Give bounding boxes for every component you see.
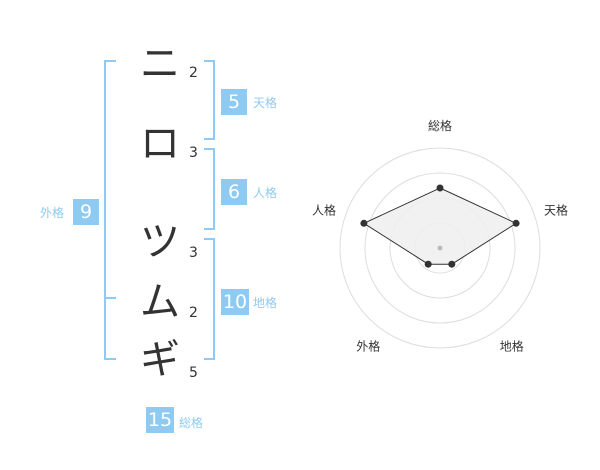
tenkaku-label: 天格 [253, 96, 278, 110]
chikaku-value-box: 10 [221, 289, 249, 315]
name-character-3: ツ [140, 219, 180, 265]
chikaku-label: 地格 [253, 296, 278, 310]
jinkaku-bracket [204, 148, 215, 230]
radar-ring-3 [364, 172, 516, 324]
stroke-count-3: 3 [189, 245, 198, 261]
radar-point-2 [512, 219, 520, 227]
radar-axis-label-3: 地格 [500, 339, 524, 354]
radar-point-4 [424, 260, 432, 268]
tenkaku-bracket [204, 60, 215, 140]
radar-axis-label-1: 総格 [428, 118, 452, 133]
name-character-1: ニ [140, 41, 180, 87]
name-character-5: ギ [140, 337, 180, 383]
stroke-count-2: 3 [189, 145, 198, 161]
soukaku-label: 総格 [179, 416, 204, 430]
stroke-count-5: 5 [189, 365, 198, 381]
name-character-4: ム [140, 279, 180, 325]
radar-point-3 [448, 260, 456, 268]
gaikaku-label: 外格 [40, 206, 65, 220]
radar-axis-label-5: 人格 [312, 202, 336, 217]
radar-axis-label-4: 外格 [356, 339, 380, 354]
stroke-count-4: 2 [189, 305, 198, 321]
tenkaku-value-box: 5 [221, 89, 247, 115]
gaikaku-bracket-tick [104, 297, 116, 299]
jinkaku-value-box: 6 [221, 179, 247, 205]
stroke-count-1: 2 [189, 65, 198, 81]
radar-center-dot [437, 245, 443, 251]
gaikaku-value-box: 9 [73, 199, 99, 225]
radar-axis-label-2: 天格 [544, 202, 568, 217]
radar-data-polygon [362, 187, 518, 265]
name-character-2: ロ [140, 121, 180, 167]
radar-point-5 [360, 219, 368, 227]
jinkaku-label: 人格 [253, 186, 278, 200]
radar-point-1 [436, 184, 444, 192]
chikaku-bracket [204, 238, 215, 360]
soukaku-value-box: 15 [146, 407, 174, 433]
gaikaku-bracket [104, 60, 116, 360]
